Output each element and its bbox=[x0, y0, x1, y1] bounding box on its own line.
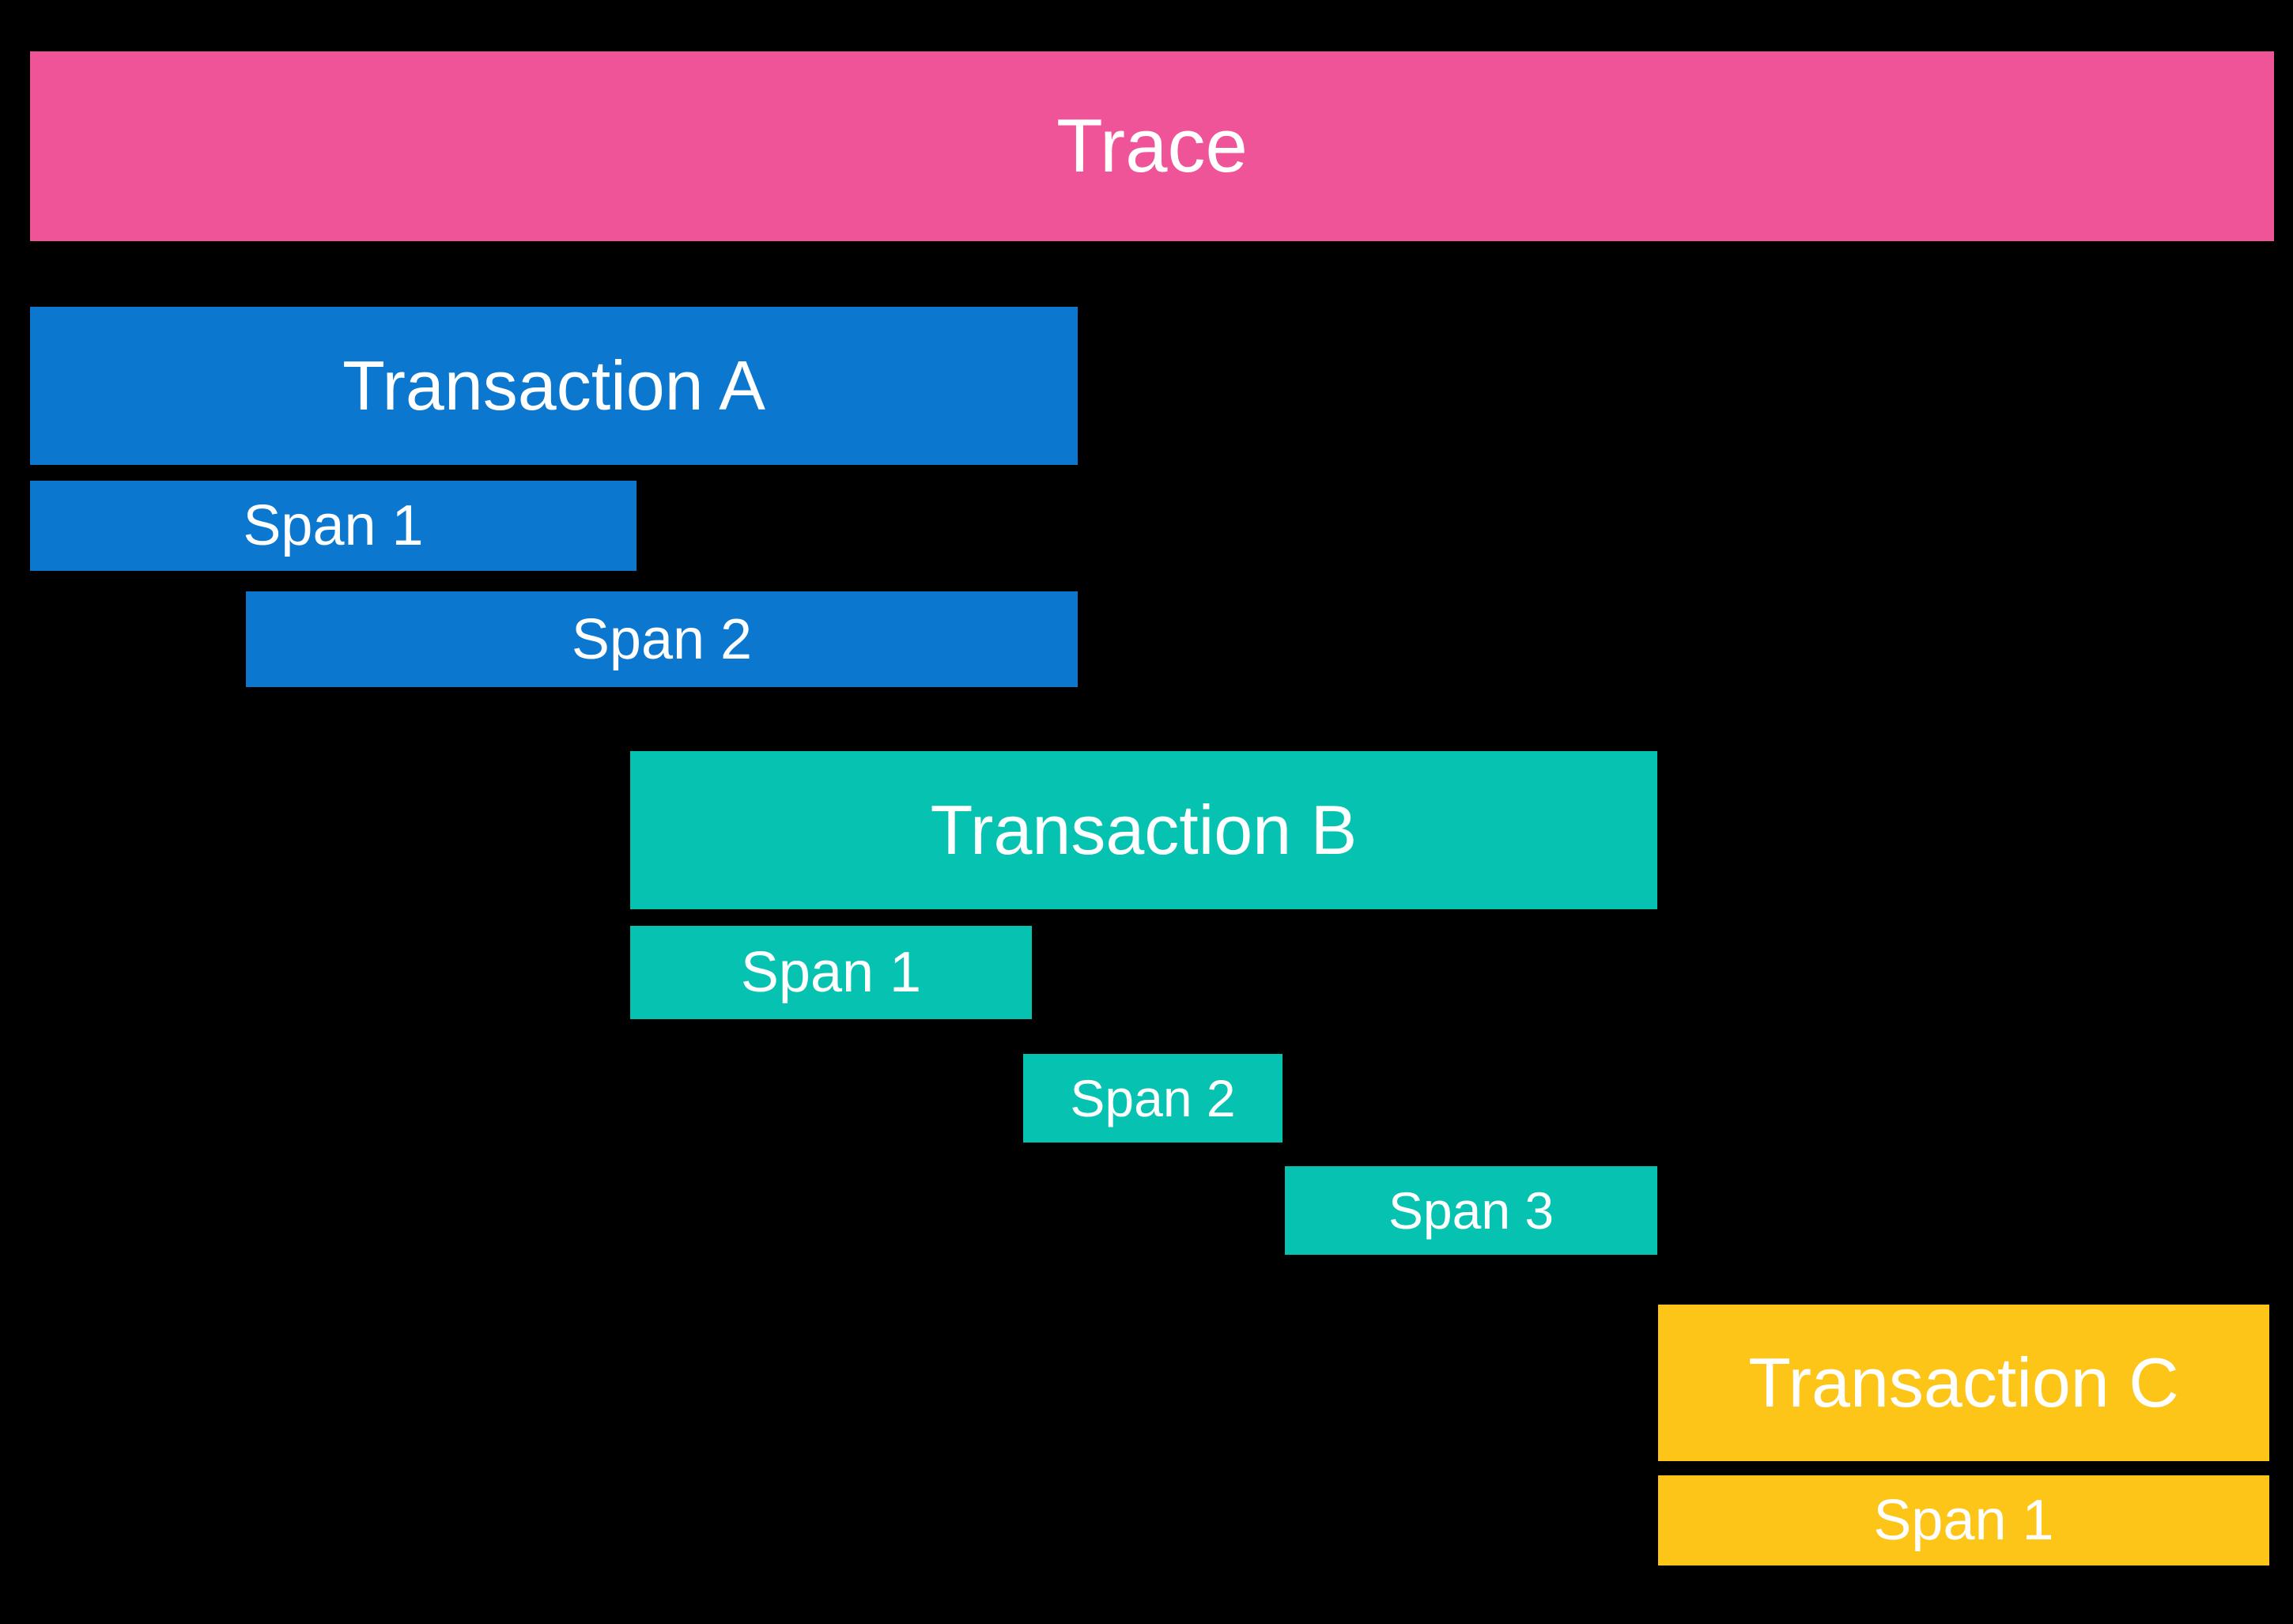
bar-label-transaction-b: Transaction B bbox=[930, 791, 1358, 869]
bar-transaction-a-span-2[interactable]: Span 2 bbox=[246, 591, 1078, 687]
bar-label-trace: Trace bbox=[1056, 104, 1248, 188]
bar-label-transaction-b-span-1: Span 1 bbox=[740, 941, 922, 1004]
bar-transaction-b-span-2[interactable]: Span 2 bbox=[1023, 1054, 1282, 1142]
bar-label-transaction-b-span-3: Span 3 bbox=[1388, 1181, 1554, 1240]
bar-transaction-b-span-1[interactable]: Span 1 bbox=[630, 926, 1032, 1019]
bar-label-transaction-a: Transaction A bbox=[342, 346, 765, 425]
bar-label-transaction-a-span-1: Span 1 bbox=[243, 494, 424, 557]
bar-label-transaction-a-span-2: Span 2 bbox=[571, 607, 753, 671]
bar-transaction-a-span-1[interactable]: Span 1 bbox=[30, 481, 637, 571]
bar-label-transaction-b-span-2: Span 2 bbox=[1070, 1069, 1236, 1127]
bar-trace[interactable]: Trace bbox=[30, 51, 2274, 241]
bar-transaction-a[interactable]: Transaction A bbox=[30, 307, 1078, 465]
bar-transaction-b-span-3[interactable]: Span 3 bbox=[1285, 1166, 1657, 1255]
bar-transaction-c[interactable]: Transaction C bbox=[1658, 1305, 2269, 1461]
bar-transaction-b[interactable]: Transaction B bbox=[630, 751, 1657, 909]
bar-label-transaction-c: Transaction C bbox=[1748, 1343, 2179, 1422]
bar-transaction-c-span-1[interactable]: Span 1 bbox=[1658, 1475, 2269, 1565]
bar-label-transaction-c-span-1: Span 1 bbox=[1873, 1489, 2054, 1552]
